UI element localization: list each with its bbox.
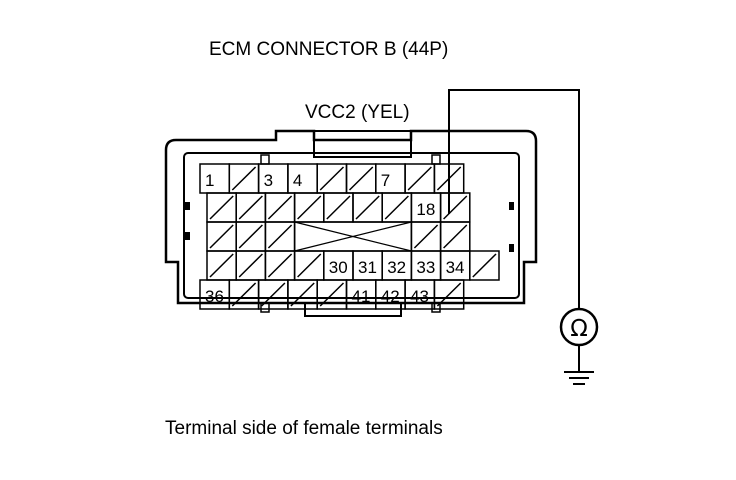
terminal-cell: [235, 192, 267, 223]
caption: Terminal side of female terminals: [165, 418, 443, 439]
terminal-number: 18: [416, 200, 435, 219]
top-latch: [313, 130, 412, 158]
terminal-cell: [264, 250, 296, 281]
terminal-cell: [352, 192, 383, 223]
terminal-cell: 32: [381, 250, 413, 281]
terminal-cell: [323, 192, 354, 223]
terminal-cell: [469, 250, 500, 281]
ohmmeter-icon: Ω: [559, 307, 599, 347]
terminal-cell: [206, 250, 237, 281]
terminal-number: 36: [205, 287, 224, 306]
terminal-cell: [433, 279, 465, 310]
connector-housing: [164, 129, 538, 317]
svg-text:Ω: Ω: [570, 316, 588, 342]
terminal-cell: [235, 221, 267, 252]
terminal-number: 32: [387, 258, 406, 277]
terminal-cell: [404, 163, 436, 194]
terminal-cell: [228, 279, 260, 310]
terminal-cell: 41: [345, 279, 377, 310]
key-top-right: [431, 154, 441, 165]
terminal-cell: [228, 163, 260, 194]
empty-cavity: [293, 221, 413, 252]
terminal-number: 4: [293, 171, 302, 190]
terminal-cell: [206, 192, 237, 223]
ground-icon: [564, 345, 594, 385]
terminal-cell: 3: [257, 163, 289, 194]
terminal-cell: [316, 163, 348, 194]
terminal-cell: [439, 192, 471, 223]
key-top-left: [260, 154, 270, 165]
connector-title: ECM CONNECTOR B (44P): [209, 39, 449, 60]
terminal-cell: 31: [352, 250, 383, 281]
terminal-cell: 30: [323, 250, 354, 281]
terminal-number: 43: [410, 287, 429, 306]
wire-label: VCC2 (YEL): [305, 102, 410, 123]
terminal-cell: [381, 192, 413, 223]
terminal-cell: 43: [404, 279, 436, 310]
terminal-number: 42: [381, 287, 400, 306]
terminal-number: 30: [329, 258, 348, 277]
terminal-number: 7: [381, 171, 390, 190]
terminal-cell: [257, 279, 289, 310]
probe-wire: [448, 89, 580, 309]
terminal-cell: 33: [410, 250, 442, 281]
terminal-cell: [264, 221, 296, 252]
terminal-cell: [287, 279, 318, 310]
terminal-cell: [410, 221, 442, 252]
key-bottom-left: [260, 302, 270, 313]
terminal-number: 41: [352, 287, 371, 306]
terminal-cell: 4: [287, 163, 318, 194]
terminal-cell: [316, 279, 348, 310]
terminal-cell: 36: [199, 279, 231, 310]
terminal-cell: 34: [439, 250, 471, 281]
terminal-number: 33: [416, 258, 435, 277]
terminal-cell: [345, 163, 377, 194]
terminal-cell: [293, 250, 325, 281]
terminal-number: 34: [446, 258, 465, 277]
terminal-number: 1: [205, 171, 214, 190]
key-bottom-right: [431, 302, 441, 313]
terminal-cell: 1: [199, 163, 231, 194]
terminal-cell: [439, 221, 471, 252]
terminal-cell: [206, 221, 237, 252]
housing-side-marks: [185, 202, 514, 252]
housing-inner: [183, 152, 520, 299]
terminal-cell: [293, 192, 325, 223]
terminal-number: 3: [264, 171, 273, 190]
terminal-cell: [235, 250, 267, 281]
terminal-cell: 7: [375, 163, 406, 194]
test-lead: [448, 89, 580, 309]
terminal-cell: 18: [410, 192, 442, 223]
terminal-cell: [264, 192, 296, 223]
terminal-number: 31: [358, 258, 377, 277]
